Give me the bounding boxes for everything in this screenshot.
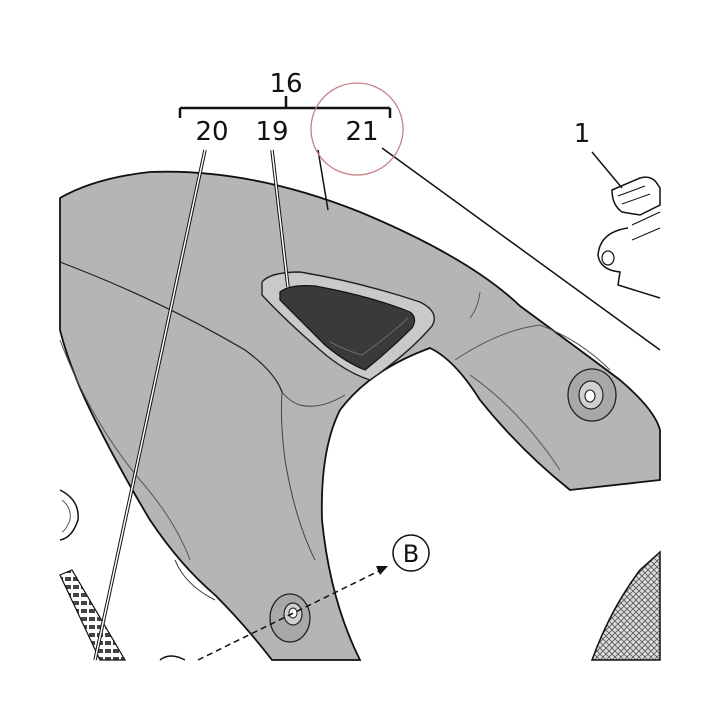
contour-line <box>59 261 283 393</box>
insert-edge <box>329 317 409 356</box>
contour-line <box>174 559 216 601</box>
contour-line <box>280 391 316 561</box>
highlight-circle <box>310 82 404 176</box>
view-b-arrow <box>197 567 386 661</box>
callout-16: 16 <box>269 69 302 99</box>
leader-lines <box>93 96 661 661</box>
mesh-part <box>590 550 661 661</box>
seat-cover-part <box>59 170 661 661</box>
left-edge-part <box>59 489 186 661</box>
callout-20: 20 <box>195 117 228 147</box>
cover-body <box>59 170 661 661</box>
contour-line <box>454 324 611 371</box>
contour-line <box>469 374 561 471</box>
contour-line <box>281 391 346 407</box>
dark-insert <box>279 285 416 371</box>
contour-line <box>469 291 481 319</box>
grille-part <box>59 569 127 661</box>
view-b-circle <box>392 534 430 572</box>
callout-19: 19 <box>255 117 288 147</box>
mounting-hole-lower <box>269 593 311 643</box>
callout-1: 1 <box>574 119 591 149</box>
mounting-hole-right <box>567 368 617 422</box>
insert-recess <box>261 271 435 381</box>
callout-21: 21 <box>345 117 378 147</box>
callout-view-b: B <box>403 540 419 568</box>
bracket-part-1 <box>597 176 661 299</box>
